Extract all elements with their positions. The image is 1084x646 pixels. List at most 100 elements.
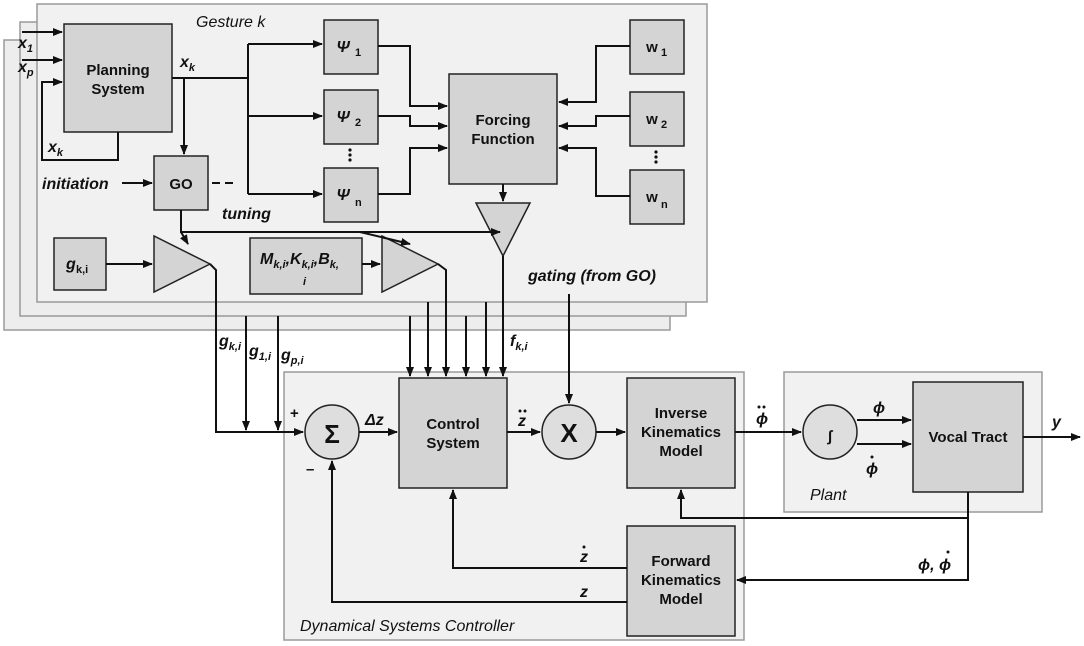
- forward-kinematics-block: Forward Kinematics Model: [626, 525, 736, 637]
- plant-panel-caption: Plant: [810, 487, 847, 504]
- xk-fb-sub: k: [57, 147, 64, 159]
- inverse-label-1: Inverse: [655, 405, 708, 422]
- psi-1-block: Ψ 1: [323, 19, 379, 75]
- gain-amplifier: [153, 234, 212, 294]
- w-1-sym: w: [645, 39, 658, 56]
- xk-out-sub: k: [189, 62, 196, 74]
- feedback-wires: [328, 460, 969, 603]
- forward-path-wires: [359, 416, 1081, 448]
- g1i-in-sym: g: [248, 343, 259, 360]
- w-to-forcing-wires: [558, 45, 630, 197]
- xk-fb-sym: x: [47, 139, 58, 156]
- phi-phidot-label: ϕ, ϕ: [918, 550, 951, 574]
- z-dot-label: z: [579, 545, 588, 566]
- inverse-kinematics-block: Inverse Kinematics Model: [626, 377, 736, 489]
- integrator: ∫: [802, 404, 858, 460]
- forcing-gate-amplifier: [474, 202, 532, 258]
- w-2-sym: w: [645, 111, 658, 128]
- mkb-label: Mk,i,Kk,i,Bk,: [260, 251, 339, 271]
- gain-feed-wires: [209, 263, 304, 436]
- gki-input-label: gk,i: [218, 333, 242, 353]
- psi-2-sym: Ψ: [336, 109, 350, 126]
- psi-to-forcing-wires: [378, 45, 448, 195]
- vocal-tract-label: Vocal Tract: [929, 429, 1008, 446]
- g1i-in-sub: 1,i: [259, 351, 272, 363]
- mkb-s1: k,i: [273, 259, 286, 271]
- go-wires: [122, 179, 507, 246]
- xk-out-sym: x: [179, 54, 190, 71]
- psi-n-sub: n: [355, 197, 362, 209]
- gki-in-sym: g: [218, 333, 229, 350]
- integral-symbol: ∫: [827, 428, 834, 445]
- xp-sym: x: [17, 59, 28, 76]
- phi-ddot-label: ϕ: [756, 405, 768, 428]
- g-ki-block-sym: g: [65, 256, 76, 273]
- phi-dot-sym: ϕ: [866, 461, 878, 478]
- w-n-block: w n: [629, 169, 685, 225]
- y-output-label: y: [1051, 414, 1062, 431]
- g1i-input-label: g1,i: [248, 343, 272, 363]
- xk-feedback-label: xk: [47, 139, 64, 159]
- z-label: z: [579, 584, 588, 601]
- multiplier-symbol: X: [560, 418, 578, 448]
- delta-z-label: Δz: [364, 412, 384, 429]
- fki-sym: f: [510, 333, 517, 350]
- control-label-2: System: [426, 435, 479, 452]
- mkb-block: Mk,i,Kk,i,Bk, i: [249, 237, 363, 295]
- forward-label-1: Forward: [651, 553, 710, 570]
- phi-ddot-sym: ϕ: [756, 411, 768, 428]
- forward-label-2: Kinematics: [641, 572, 721, 589]
- sum-junction: Σ: [304, 404, 360, 460]
- w-n-sub: n: [661, 199, 668, 211]
- tuning-label: tuning: [222, 206, 271, 223]
- multiplier-junction: X: [541, 404, 597, 460]
- w-dots: [654, 150, 658, 164]
- mkb-s2: k,i: [302, 259, 315, 271]
- xk-out-label: xk: [179, 54, 196, 74]
- go-block: GO: [153, 155, 209, 211]
- w-1-sub: 1: [661, 47, 667, 59]
- xp-label: xp: [17, 59, 34, 79]
- mkb-k: ,K: [285, 251, 303, 268]
- xp-sub: p: [26, 67, 34, 79]
- psi-dots: [348, 148, 352, 162]
- planning-system-block: Planning System: [63, 23, 173, 133]
- phi-label: ϕ: [873, 400, 885, 417]
- gating-label: gating (from GO): [527, 268, 656, 285]
- sum-symbol: Σ: [324, 419, 340, 449]
- gki-in-sub: k,i: [229, 341, 242, 353]
- inverse-label-3: Model: [659, 443, 702, 460]
- forcing-label-2: Function: [471, 131, 534, 148]
- minus-sign: –: [306, 461, 314, 478]
- gesture-panel-caption: Gesture k: [196, 14, 266, 31]
- g-ki-block-sub: k,i: [76, 264, 88, 276]
- input-wires: [22, 28, 119, 161]
- phi-dot-label: ϕ: [866, 455, 878, 478]
- forward-label-3: Model: [659, 591, 702, 608]
- vocal-tract-block: Vocal Tract: [912, 381, 1024, 493]
- x1-sub: 1: [27, 43, 33, 55]
- parameter-feed-wires: [406, 256, 507, 377]
- fki-sub: k,i: [515, 341, 528, 353]
- plus-sign: +: [290, 405, 299, 422]
- w-n-sym: w: [645, 189, 658, 206]
- g-ki-block: g k,i: [53, 237, 107, 291]
- go-label: GO: [169, 176, 193, 193]
- z-dot-sym: z: [579, 549, 588, 566]
- w-2-block: w 2: [629, 91, 685, 147]
- initiation-label: initiation: [42, 176, 109, 193]
- z-ddot-sym: z: [517, 413, 526, 430]
- psi-2-sub: 2: [355, 117, 361, 129]
- psi-n-block: Ψ n: [323, 167, 379, 223]
- gpi-in-sub: p,i: [290, 355, 305, 367]
- psi-2-block: Ψ 2: [323, 89, 379, 145]
- mkb-m: M: [260, 251, 274, 268]
- psi-n-sym: Ψ: [336, 187, 350, 204]
- control-label-1: Control: [426, 416, 479, 433]
- planning-label-2: System: [91, 81, 144, 98]
- forcing-label-1: Forcing: [476, 112, 531, 129]
- gpi-in-sym: g: [280, 347, 291, 364]
- mkb-line2: i: [303, 276, 307, 288]
- w-1-block: w 1: [629, 19, 685, 75]
